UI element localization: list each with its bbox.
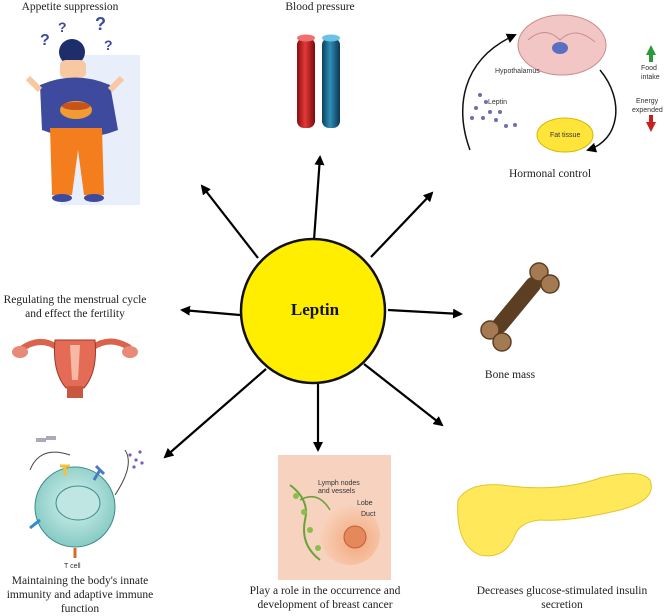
label-menstrual: Regulating the menstrual cycle and effec… [3, 294, 147, 320]
up-arrow-icon [646, 45, 656, 62]
bone-illustration [480, 262, 560, 352]
pancreas-illustration [457, 473, 652, 557]
food-intake-label-1: Food [641, 65, 657, 72]
arrow-hormonal [370, 191, 434, 258]
lymph-label-2: and vessels [318, 488, 355, 495]
arrow-insulin [363, 363, 444, 427]
hormonal-control-illustration: Hypothalamus Leptin Fat tissue Food inta… [461, 14, 663, 153]
label-blood-pressure: Blood pressure [285, 1, 355, 13]
label-appetite: Appetite suppression [21, 1, 119, 13]
duct-label: Duct [361, 511, 375, 518]
appetite-illustration: ? ? ? ? [25, 14, 140, 205]
label-insulin: Decreases glucose-stimulated insulin sec… [476, 585, 648, 611]
arrow-blood-pressure [312, 155, 325, 241]
lymph-label: Lymph nodes [318, 480, 360, 487]
immune-illustration: T cell [29, 436, 144, 570]
svg-text:?: ? [104, 37, 113, 53]
fat-tissue-shape [536, 117, 594, 153]
label-breast: Play a role in the occurrence and develo… [249, 585, 401, 611]
arrows [163, 155, 463, 459]
label-hormonal: Hormonal control [508, 168, 592, 180]
food-intake-label-2: intake [641, 74, 660, 81]
arrow-immunity [163, 368, 267, 459]
tcell-label: T cell [64, 563, 81, 570]
fat-tissue-label: Fat tissue [550, 132, 580, 139]
arrow-bone [387, 308, 463, 319]
leptin-small-label: Leptin [488, 99, 507, 106]
lobe-label: Lobe [357, 500, 373, 507]
uterus-illustration [12, 338, 138, 398]
label-bone: Bone mass [484, 369, 536, 381]
energy-expended-label-1: Energy [636, 98, 659, 105]
arrow-appetite [200, 184, 259, 259]
svg-text:?: ? [95, 14, 106, 34]
arrow-menstrual [180, 305, 241, 317]
blood-vessels-illustration [297, 34, 340, 128]
svg-text:?: ? [58, 19, 67, 35]
hypothalamus-label: Hypothalamus [495, 68, 540, 75]
svg-text:?: ? [40, 32, 50, 49]
breast-illustration: Lymph nodes and vessels Lobe Duct [278, 455, 391, 580]
label-immunity: Maintaining the body's innate immunity a… [6, 575, 154, 615]
leptin-center-label: Leptin [290, 300, 340, 319]
energy-expended-label-2: expended [632, 107, 663, 114]
leptin-circle [239, 237, 387, 385]
down-arrow-icon [646, 115, 656, 132]
